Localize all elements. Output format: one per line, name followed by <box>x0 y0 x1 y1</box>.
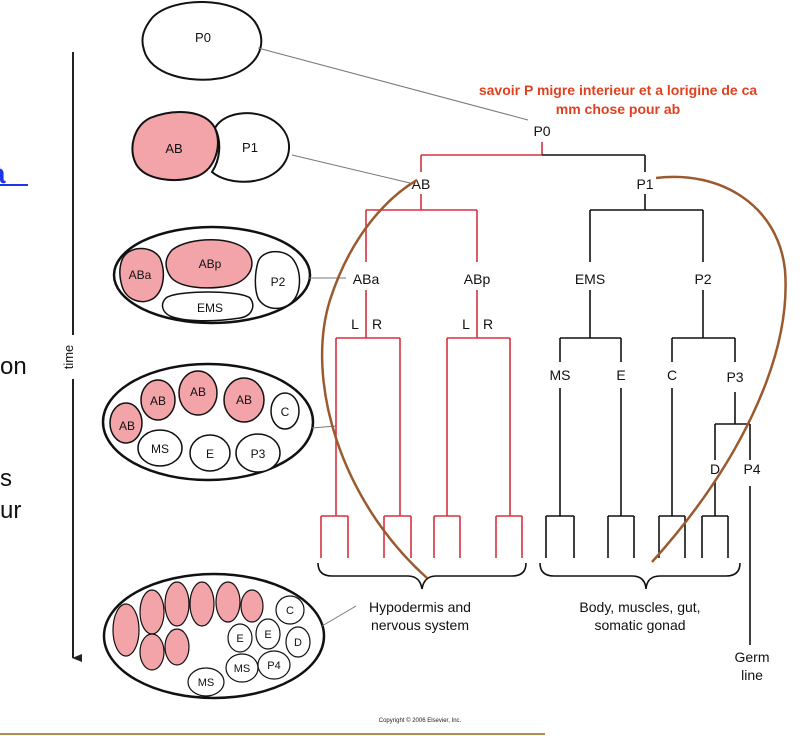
annotation-line-1: savoir P migre interieur et a lorigine d… <box>479 82 758 98</box>
node-p4: P4 <box>743 461 760 477</box>
annotation-arc-left <box>320 178 428 579</box>
node-aba: ABa <box>353 271 380 287</box>
link-underline <box>0 184 28 186</box>
annotation-arc-right <box>651 175 787 563</box>
fate-germ-2: line <box>741 667 763 683</box>
cell-label-ab-4: AB <box>236 393 252 407</box>
connector-p0 <box>257 47 529 121</box>
connector-p1 <box>291 154 411 184</box>
cell-label-p3: P3 <box>251 447 266 461</box>
cell-label-e-4b: E <box>264 629 271 641</box>
embryo-stage-1: AB P1 <box>131 111 290 183</box>
cell-label-c: C <box>281 405 290 419</box>
cell-label-ms: MS <box>151 442 169 456</box>
node-p2: P2 <box>694 271 711 287</box>
fate-body-1: Body, muscles, gut, <box>579 599 700 615</box>
cutoff-link-fragment[interactable]: à <box>0 158 28 186</box>
copyright-notice: Copyright © 2006 Elsevier, Inc. <box>379 717 462 724</box>
embryo-stage-2: ABa ABp P2 EMS <box>112 225 312 325</box>
cell-label-abp: ABp <box>199 257 222 271</box>
cell-label-e: E <box>206 447 214 461</box>
fate-labels: Hypodermis and nervous system Body, musc… <box>369 599 769 683</box>
cell-label-aba: ABa <box>129 268 152 282</box>
cutoff-text-on: on <box>0 353 27 380</box>
embryo-stage-3: AB AB AB AB C MS E P3 <box>101 362 315 482</box>
node-ms: MS <box>550 367 571 383</box>
time-label-bg <box>62 335 84 379</box>
fate-germ-1: Germ <box>735 649 770 665</box>
cutoff-text-s: s <box>0 465 12 492</box>
node-d: D <box>710 461 720 477</box>
node-abp: ABp <box>464 271 491 287</box>
cell-label-p1: P1 <box>242 140 258 155</box>
fate-hypodermis-2: nervous system <box>371 617 469 633</box>
node-ems: EMS <box>575 271 605 287</box>
node-r-1: R <box>372 316 382 332</box>
embryo-stage-0: P0 <box>141 1 263 81</box>
node-l-1: L <box>351 316 359 332</box>
node-p0: P0 <box>533 123 550 139</box>
node-l-2: L <box>462 316 470 332</box>
node-p3: P3 <box>726 369 743 385</box>
cell-label-p4: P4 <box>267 660 280 672</box>
time-axis-label: time <box>61 345 76 370</box>
bottom-rule <box>0 733 545 735</box>
cell-label-ms-4b: MS <box>234 663 251 675</box>
cell-label-ab: AB <box>165 141 182 156</box>
cell-label-ab-3: AB <box>190 385 206 399</box>
node-c: C <box>667 367 677 383</box>
lineage-tree <box>317 142 751 645</box>
cell-label-ms-4a: MS <box>198 677 215 689</box>
node-p1: P1 <box>636 176 653 192</box>
cell-label-ab-1: AB <box>119 419 135 433</box>
tree-labels: P0 AB P1 ABa ABp EMS P2 L R L R MS E C P… <box>351 123 761 477</box>
node-e: E <box>616 367 625 383</box>
node-r-2: R <box>483 316 493 332</box>
node-ab: AB <box>412 176 431 192</box>
cell-label-c-4: C <box>286 605 294 617</box>
connector-p4 <box>321 605 357 627</box>
cell-label-p2: P2 <box>271 275 286 289</box>
annotation-line-2: mm chose pour ab <box>556 101 680 117</box>
fate-body-2: somatic gonad <box>594 617 685 633</box>
cell-label-d-4: D <box>294 637 302 649</box>
cell-label-e-4a: E <box>236 633 243 645</box>
cell-label-p0: P0 <box>195 30 211 45</box>
cell-label-ab-2: AB <box>150 394 166 408</box>
fate-hypodermis-1: Hypodermis and <box>369 599 471 615</box>
embryo-stage-4: C E E D MS MS P4 <box>102 572 326 700</box>
cell-label-ems: EMS <box>197 301 223 315</box>
cutoff-text-ur: ur <box>0 497 22 524</box>
